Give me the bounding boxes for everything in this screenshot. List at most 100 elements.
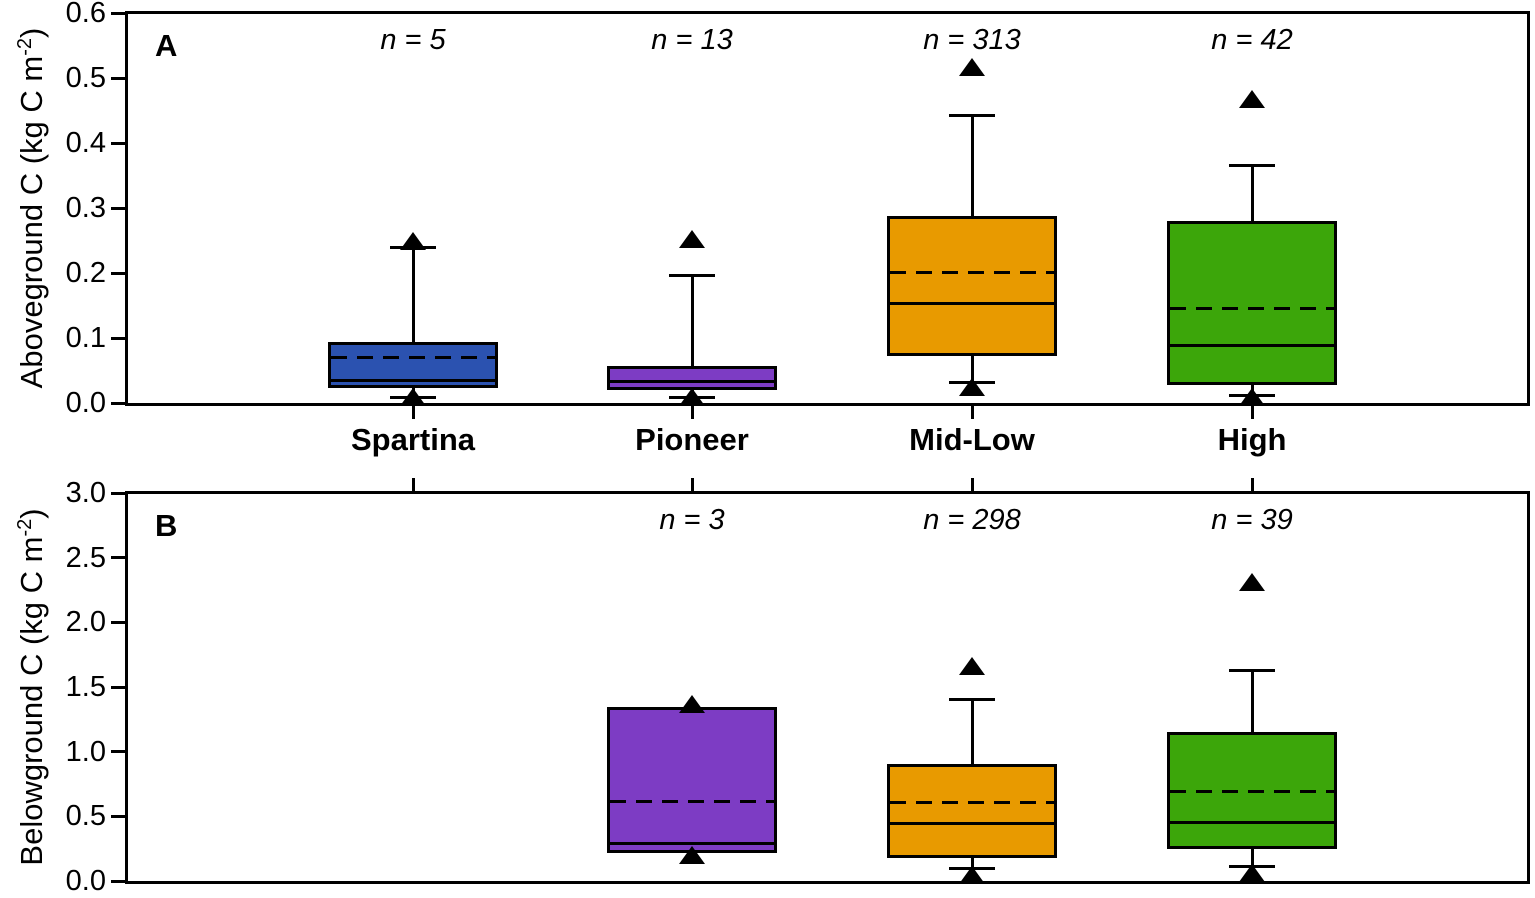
upper-whisker xyxy=(970,699,974,766)
lower-extreme-marker xyxy=(959,865,985,884)
y-axis-tick-label: 0.2 xyxy=(65,257,106,289)
y-axis-title-a-superscript: -2 xyxy=(13,37,36,56)
y-axis-tick-label: 0.1 xyxy=(65,322,106,354)
x-axis-tick-panel-b xyxy=(1250,478,1254,491)
y-axis-tick-label: 2.5 xyxy=(65,541,106,574)
upper-whisker xyxy=(690,275,694,368)
x-axis-tick-panel-a xyxy=(970,406,974,419)
y-axis-tick xyxy=(111,271,125,275)
median-line xyxy=(890,821,1054,825)
y-axis-tick-label: 1.0 xyxy=(65,735,106,768)
upper-whisker xyxy=(970,115,974,218)
upper-extreme-marker xyxy=(1239,89,1265,108)
y-axis-tick xyxy=(111,556,125,560)
upper-extreme-marker xyxy=(959,657,985,676)
upper-whisker xyxy=(1250,670,1254,734)
upper-whisker-cap xyxy=(669,274,715,278)
y-axis-tick-label: 2.0 xyxy=(65,606,106,639)
upper-whisker xyxy=(411,247,415,344)
y-axis-tick xyxy=(111,11,125,15)
y-axis-tick xyxy=(111,491,125,495)
box-high xyxy=(1167,732,1337,849)
y-axis-tick xyxy=(111,879,125,883)
box-mid-low xyxy=(887,764,1057,858)
lower-extreme-marker xyxy=(679,387,705,406)
y-axis-tick-label: 0.5 xyxy=(65,800,106,833)
median-line xyxy=(1170,343,1334,347)
x-axis-tick-panel-b xyxy=(690,478,694,491)
sample-size-label: n = 3 xyxy=(659,504,725,536)
panel-b-label: B xyxy=(155,508,178,543)
box-spartina xyxy=(328,342,498,388)
upper-extreme-marker xyxy=(1239,573,1265,592)
sample-size-label: n = 13 xyxy=(651,24,733,56)
lower-extreme-marker xyxy=(959,378,985,397)
lower-extreme-marker xyxy=(679,846,705,865)
y-axis-tick xyxy=(111,814,125,818)
lower-extreme-marker xyxy=(400,387,426,406)
mean-line-dashed xyxy=(1170,790,1334,794)
y-axis-tick-label: 0.6 xyxy=(65,0,106,29)
box-high xyxy=(1167,221,1337,385)
median-line xyxy=(890,302,1054,306)
x-axis-tick-panel-a xyxy=(411,406,415,419)
mean-line-dashed xyxy=(610,799,774,803)
y-axis-tick xyxy=(111,750,125,754)
y-axis-tick-label: 0.5 xyxy=(65,62,106,94)
upper-whisker-cap xyxy=(949,698,995,702)
y-axis-tick-label: 0.0 xyxy=(65,865,106,897)
sample-size-label: n = 313 xyxy=(923,24,1021,56)
mean-line-dashed xyxy=(1170,306,1334,310)
upper-whisker-cap xyxy=(1229,164,1275,168)
x-axis-category-label: Pioneer xyxy=(635,422,749,457)
upper-whisker-cap xyxy=(949,114,995,118)
lower-whisker xyxy=(970,856,974,869)
y-axis-title-b-superscript: -2 xyxy=(13,518,36,537)
upper-extreme-marker xyxy=(400,231,426,250)
panel-a-label: A xyxy=(155,28,178,63)
y-axis-tick-label: 0.4 xyxy=(65,127,106,159)
median-line xyxy=(1170,821,1334,825)
box-pioneer xyxy=(607,707,777,853)
upper-whisker-cap xyxy=(1229,668,1275,672)
median-line xyxy=(610,842,774,846)
y-axis-title-aboveground: Aboveground C (kg C m-2) xyxy=(14,28,50,389)
y-axis-title-a-text: Aboveground C (kg C m xyxy=(14,55,50,389)
x-axis-category-label: High xyxy=(1217,422,1287,457)
upper-extreme-marker xyxy=(679,229,705,248)
y-axis-tick-label: 0.0 xyxy=(65,387,106,419)
upper-extreme-marker xyxy=(959,57,985,76)
box-pioneer xyxy=(607,366,777,390)
x-axis-tick-panel-a xyxy=(690,406,694,419)
y-axis-tick xyxy=(111,76,125,80)
x-axis-category-label: Mid-Low xyxy=(909,422,1035,457)
x-axis-tick-panel-a xyxy=(1250,406,1254,419)
y-axis-tick-label: 0.3 xyxy=(65,192,106,224)
y-axis-title-a-close: ) xyxy=(14,27,50,38)
upper-extreme-marker xyxy=(679,694,705,713)
y-axis-tick xyxy=(111,206,125,210)
median-line xyxy=(331,378,495,382)
y-axis-tick xyxy=(111,336,125,340)
x-axis-tick-panel-b xyxy=(411,478,415,491)
lower-whisker xyxy=(1250,847,1254,867)
sample-size-label: n = 39 xyxy=(1211,504,1293,536)
lower-whisker xyxy=(970,354,974,383)
sample-size-label: n = 42 xyxy=(1211,24,1293,56)
lower-extreme-marker xyxy=(1239,388,1265,407)
sample-size-label: n = 298 xyxy=(923,504,1021,536)
sample-size-label: n = 5 xyxy=(380,24,446,56)
y-axis-tick xyxy=(111,141,125,145)
y-axis-tick-label: 1.5 xyxy=(65,671,106,703)
box-mid-low xyxy=(887,215,1057,356)
y-axis-title-belowground: Belowground C (kg C m-2) xyxy=(14,508,50,865)
y-axis-tick-label: 3.0 xyxy=(65,477,106,509)
lower-extreme-marker xyxy=(1239,864,1265,883)
mean-line-dashed xyxy=(890,800,1054,804)
median-line xyxy=(610,379,774,383)
y-axis-tick xyxy=(111,620,125,624)
y-axis-tick xyxy=(111,685,125,689)
x-axis-tick-panel-b xyxy=(970,478,974,491)
y-axis-tick xyxy=(111,401,125,405)
